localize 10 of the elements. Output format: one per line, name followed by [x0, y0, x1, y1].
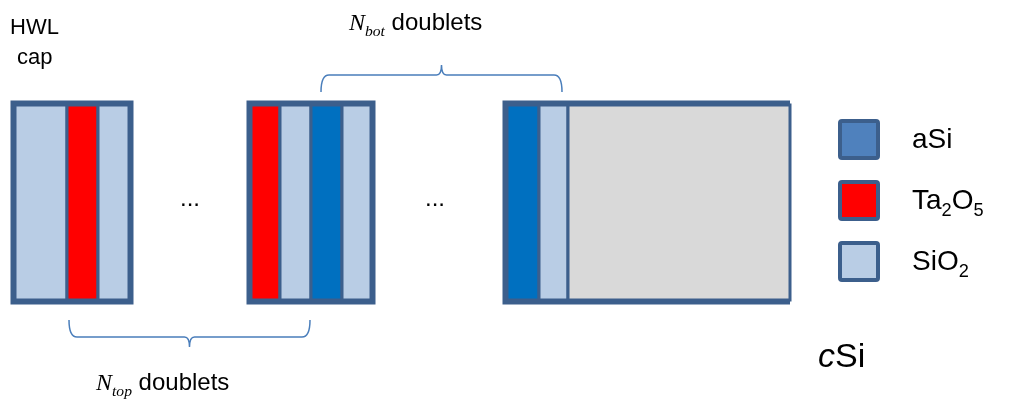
ellipsis: ...: [425, 184, 445, 212]
group-label: N$_{bot}$ doublets: [349, 8, 483, 40]
legend-label: SiO$_{2}$: [912, 245, 969, 282]
ellipsis: ...: [180, 184, 200, 212]
layer-label: HWL: [10, 14, 59, 40]
group-label: N$_{top}$ doublets: [96, 368, 230, 400]
layer-label: cap: [17, 44, 53, 70]
substrate-label: cSi: [818, 336, 866, 375]
legend-label: aSi: [912, 123, 953, 155]
legend-label: Ta$_{2}$O$_{5}$: [912, 184, 984, 221]
